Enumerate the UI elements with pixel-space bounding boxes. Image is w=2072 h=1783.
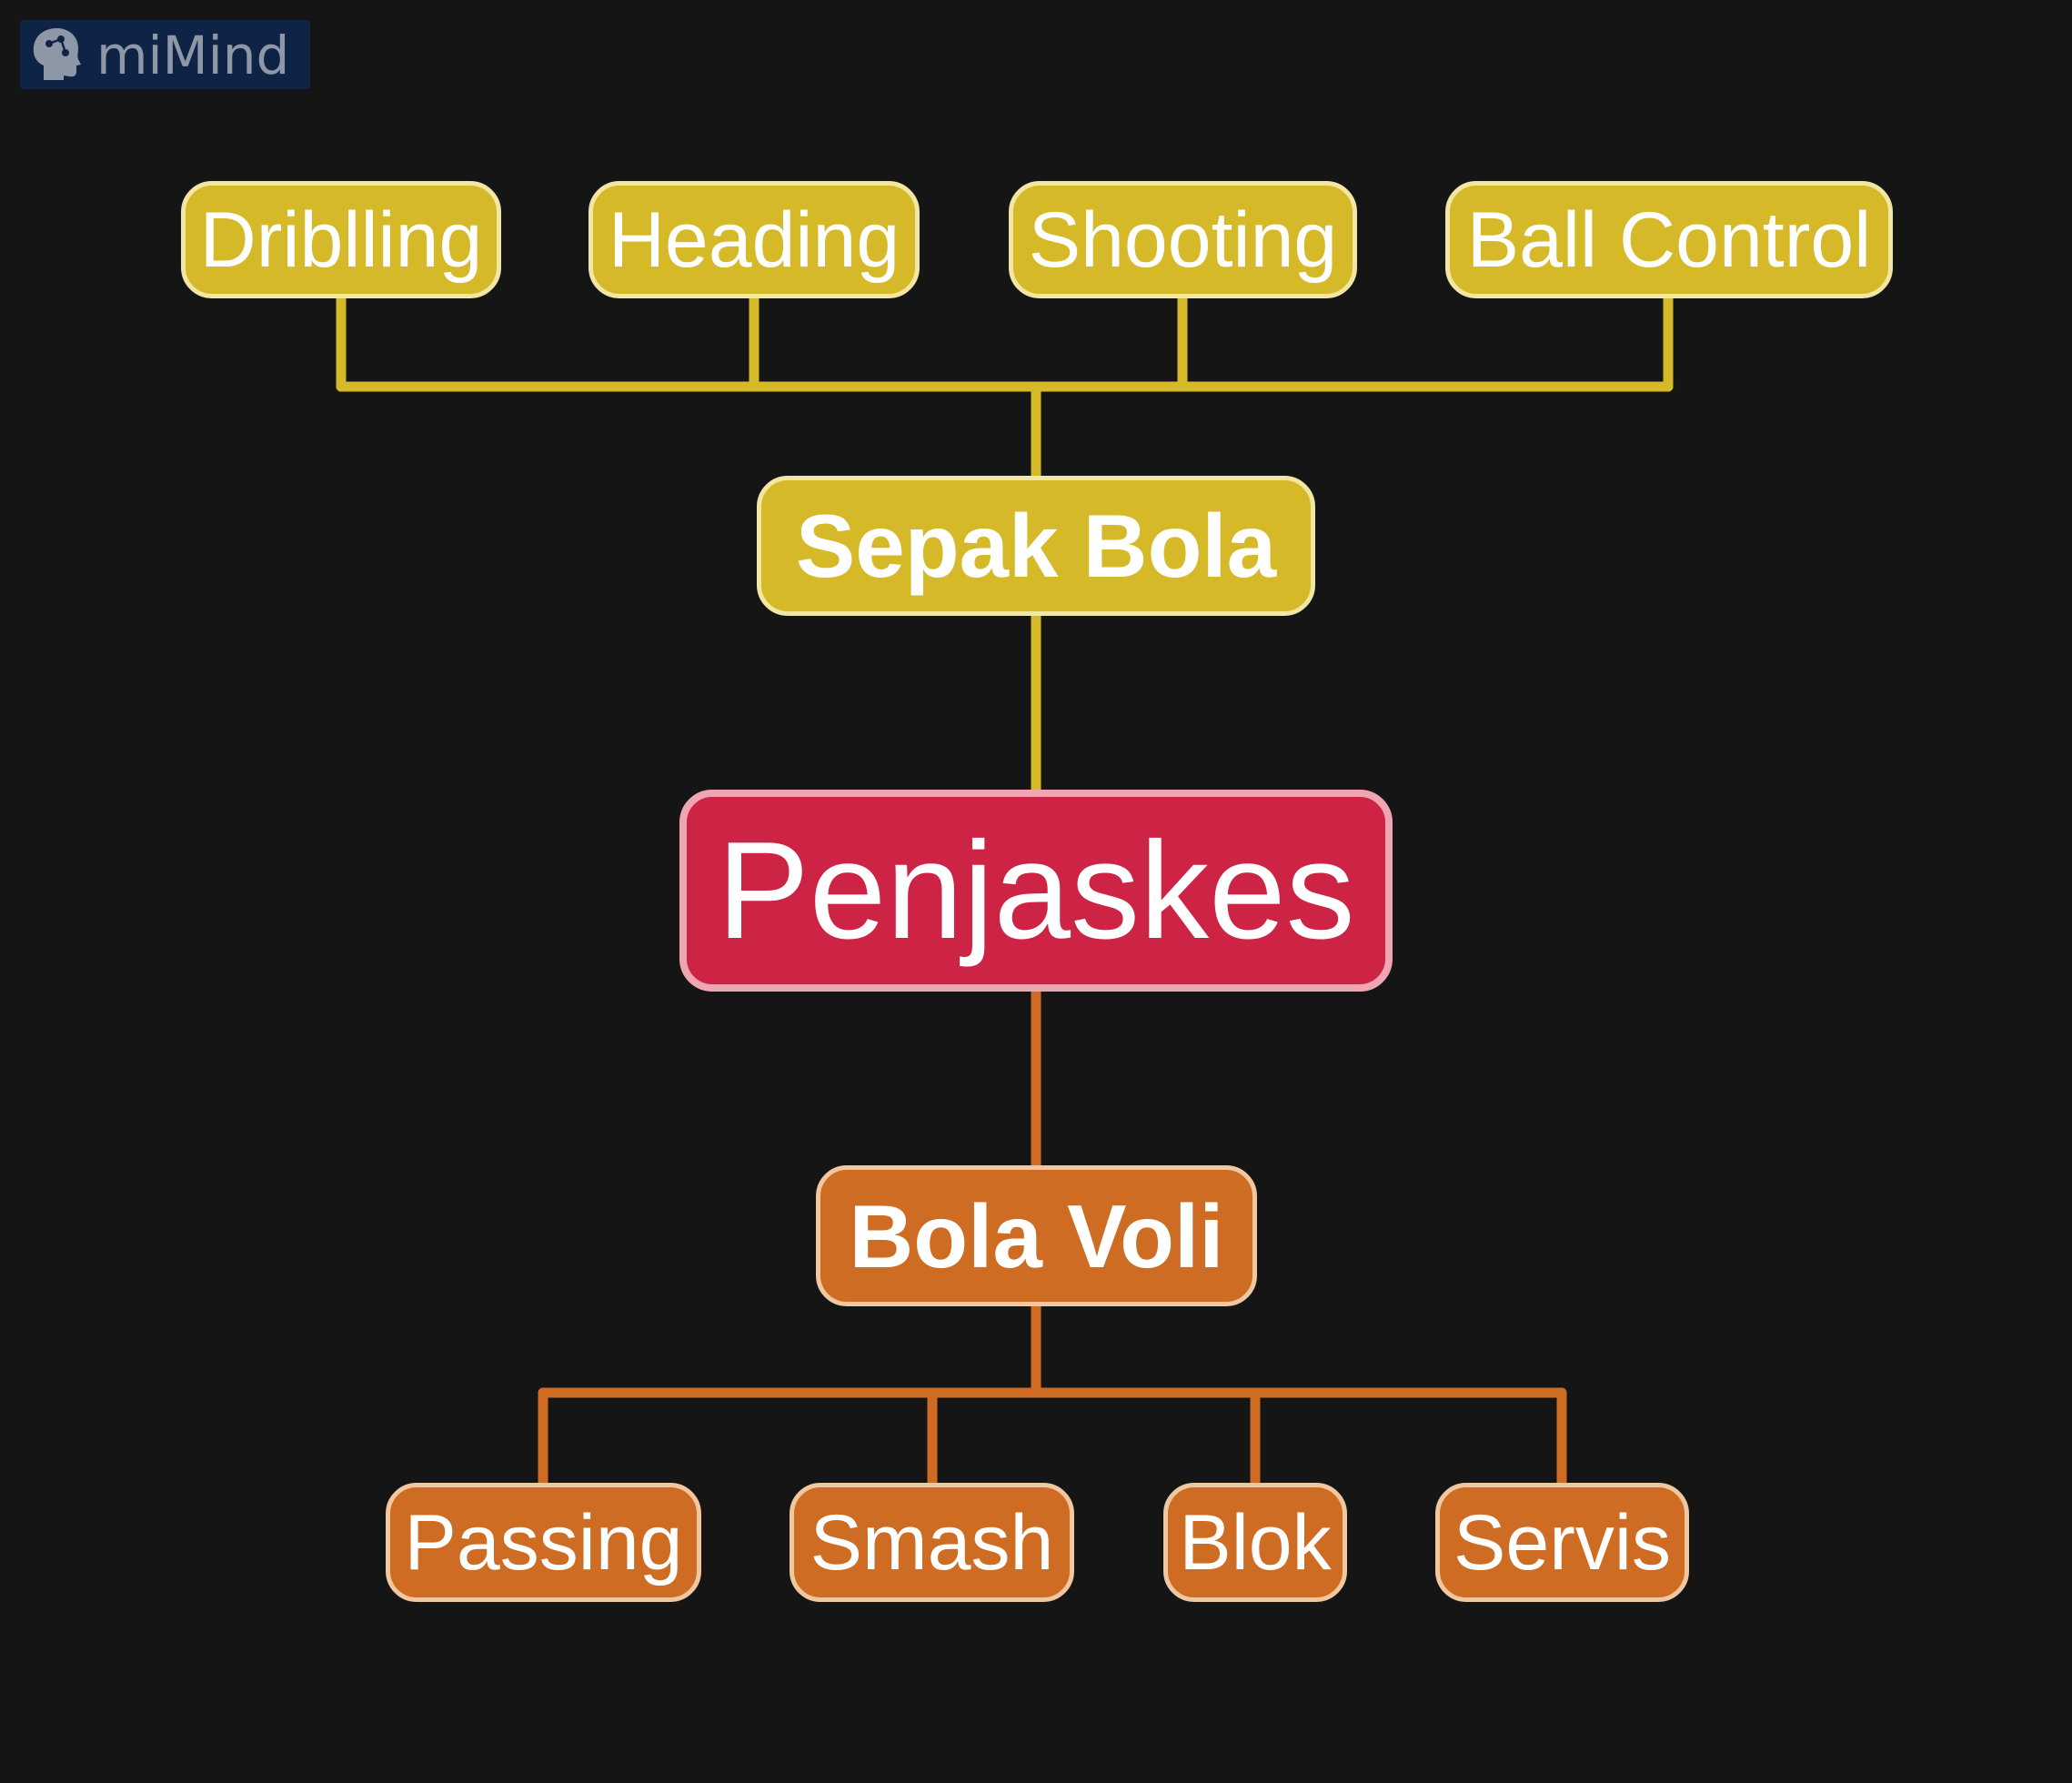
node-passing[interactable]: Passing [386, 1483, 701, 1602]
node-ball-control[interactable]: Ball Control [1445, 181, 1893, 298]
node-heading[interactable]: Heading [588, 181, 920, 298]
node-root-penjaskes[interactable]: Penjaskes [679, 790, 1393, 992]
node-bola-voli[interactable]: Bola Voli [816, 1165, 1257, 1306]
node-driblling[interactable]: Driblling [181, 181, 501, 298]
head-brain-icon [33, 28, 81, 80]
node-sepak-bola[interactable]: Sepak Bola [757, 476, 1315, 616]
node-shooting[interactable]: Shooting [1009, 181, 1357, 298]
mimind-watermark: miMind [20, 20, 310, 89]
node-smash[interactable]: Smash [790, 1483, 1074, 1602]
watermark-brand: miMind [96, 25, 290, 86]
node-blok[interactable]: Blok [1163, 1483, 1347, 1602]
node-servis[interactable]: Servis [1435, 1483, 1689, 1602]
